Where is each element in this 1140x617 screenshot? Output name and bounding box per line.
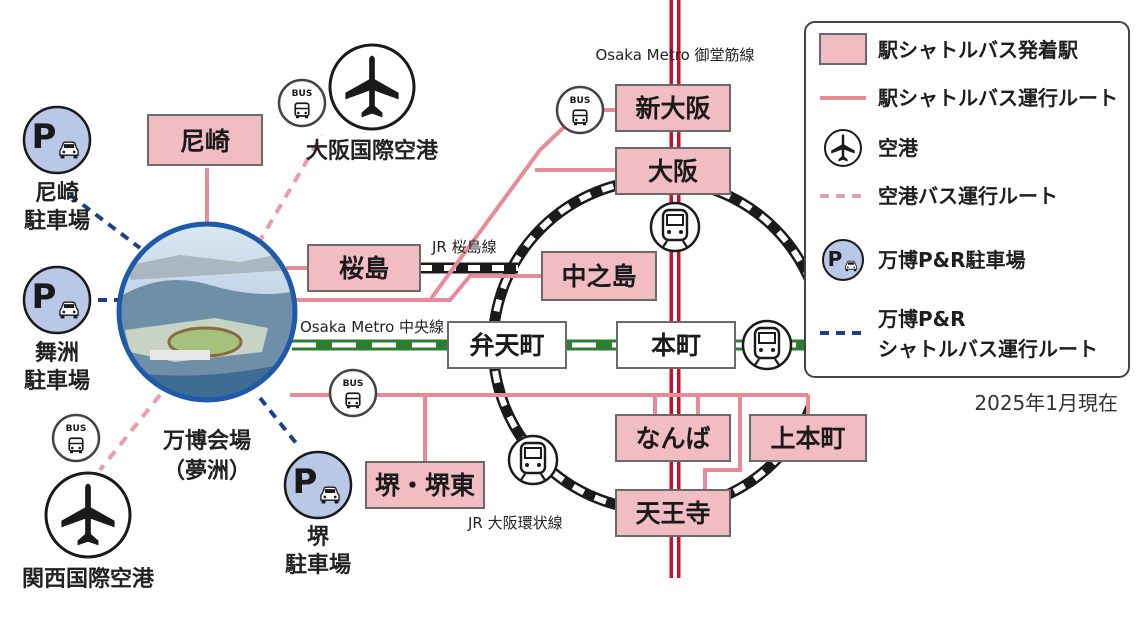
legend-airport-route: 空港バス運行ルート xyxy=(820,184,1058,208)
station-shin-osaka[interactable]: 新大阪 xyxy=(615,84,731,132)
parking-maishima-line1: 舞洲 xyxy=(35,340,79,366)
bus-icon: BUS xyxy=(277,78,327,128)
svg-text:BUS: BUS xyxy=(66,424,87,434)
legend-airport-route-label: 空港バス運行ルート xyxy=(878,184,1058,208)
shuttle-routes xyxy=(205,108,810,490)
airplane-icon xyxy=(824,129,862,167)
station-nakanoshima-label: 中之島 xyxy=(561,262,636,291)
station-uehommachi[interactable]: 上本町 xyxy=(749,414,867,462)
legend-station-label: 駅シャトルバス発着駅 xyxy=(877,38,1078,62)
station-uehommachi-label: 上本町 xyxy=(770,424,845,453)
parking-sakai-line2: 駐車場 xyxy=(285,552,351,578)
station-amagasaki[interactable]: 尼崎 xyxy=(147,114,263,166)
legend-station: 駅シャトルバス発着駅 xyxy=(819,33,1078,65)
svg-text:BUS: BUS xyxy=(292,89,313,99)
train-icon xyxy=(507,434,559,486)
legend: 駅シャトルバス発着駅 駅シャトルバス運行ルート 空港 空港バス運行ルート P 万… xyxy=(804,21,1130,378)
airport-itami-label: 大阪国際空港 xyxy=(306,138,439,164)
parking-amagasaki[interactable]: P 尼崎 駐車場 xyxy=(22,105,92,234)
legend-station-route: 駅シャトルバス運行ルート xyxy=(820,86,1118,110)
station-osaka[interactable]: 大阪 xyxy=(615,147,731,195)
station-shin-osaka-label: 新大阪 xyxy=(635,94,710,123)
parking-maishima[interactable]: P 舞洲 駐車場 xyxy=(22,265,92,394)
parking-icon: P xyxy=(22,105,92,175)
legend-station-route-label: 駅シャトルバス運行ルート xyxy=(877,86,1118,110)
station-sakai-higashi-label: 堺・堺東 xyxy=(375,471,475,500)
expo-venue xyxy=(116,221,298,403)
station-tennoji-label: 天王寺 xyxy=(635,499,710,528)
svg-text:BUS: BUS xyxy=(343,379,364,389)
legend-airport-label: 空港 xyxy=(878,136,919,160)
bus-icon: BUS xyxy=(555,85,605,135)
station-tennoji[interactable]: 天王寺 xyxy=(615,489,731,537)
sakurajima-line-label: JR 桜島線 xyxy=(431,238,497,256)
airport-kansai[interactable]: 関西国際空港 xyxy=(22,471,155,592)
chuo-line-label: Osaka Metro 中央線 xyxy=(300,318,444,336)
parking-icon: P xyxy=(822,239,864,281)
svg-text:P: P xyxy=(828,247,843,271)
airport-kansai-label: 関西国際空港 xyxy=(22,566,155,592)
svg-text:P: P xyxy=(32,277,57,317)
station-sakurajima-label: 桜島 xyxy=(339,254,389,283)
parking-amagasaki-line2: 駐車場 xyxy=(24,208,90,234)
svg-text:BUS: BUS xyxy=(570,96,591,106)
venue-name: 万博会場 xyxy=(162,428,251,454)
train-icon xyxy=(741,319,793,371)
bus-icon: BUS xyxy=(51,413,101,463)
legend-pr-route: 万博P&R シャトルバス運行ルート xyxy=(820,307,1098,361)
svg-text:P: P xyxy=(293,462,318,502)
station-bentencho-label: 弁天町 xyxy=(469,331,544,360)
legend-parking: P 万博P&R駐車場 xyxy=(822,239,1026,281)
parking-icon: P xyxy=(22,265,92,335)
parking-maishima-line2: 駐車場 xyxy=(24,368,90,394)
legend-airport: 空港 xyxy=(824,129,919,167)
train-icon xyxy=(649,201,701,253)
legend-parking-label: 万博P&R駐車場 xyxy=(877,248,1026,272)
parking-amagasaki-line1: 尼崎 xyxy=(35,181,79,206)
legend-pr-route-label1: 万博P&R xyxy=(877,307,966,331)
bus-icon: BUS xyxy=(328,368,378,418)
loop-line-label: JR 大阪環状線 xyxy=(467,514,563,532)
station-sakai-higashi[interactable]: 堺・堺東 xyxy=(365,461,485,509)
date-note: 2025年1月現在 xyxy=(974,391,1118,415)
svg-text:P: P xyxy=(32,117,57,157)
midosuji-line-label: Osaka Metro 御堂筋線 xyxy=(595,46,754,64)
station-bentencho[interactable]: 弁天町 xyxy=(447,321,567,369)
station-honmachi-label: 本町 xyxy=(651,331,701,360)
venue-area: （夢洲） xyxy=(163,459,251,484)
airport-bus-routes xyxy=(98,133,324,472)
airplane-icon xyxy=(44,471,132,559)
station-sakurajima[interactable]: 桜島 xyxy=(307,244,421,292)
parking-icon: P xyxy=(283,450,353,520)
airplane-icon xyxy=(328,43,416,131)
station-nakanoshima[interactable]: 中之島 xyxy=(541,251,657,301)
station-namba[interactable]: なんば xyxy=(615,414,731,462)
station-amagasaki-label: 尼崎 xyxy=(180,127,230,156)
airport-itami[interactable]: 大阪国際空港 xyxy=(306,43,439,164)
parking-sakai[interactable]: P 堺 駐車場 xyxy=(283,450,353,578)
legend-pr-route-label2: シャトルバス運行ルート xyxy=(878,337,1098,361)
station-osaka-label: 大阪 xyxy=(648,157,698,186)
station-honmachi[interactable]: 本町 xyxy=(616,321,736,369)
station-namba-label: なんば xyxy=(635,424,710,453)
parking-sakai-line1: 堺 xyxy=(307,525,330,550)
